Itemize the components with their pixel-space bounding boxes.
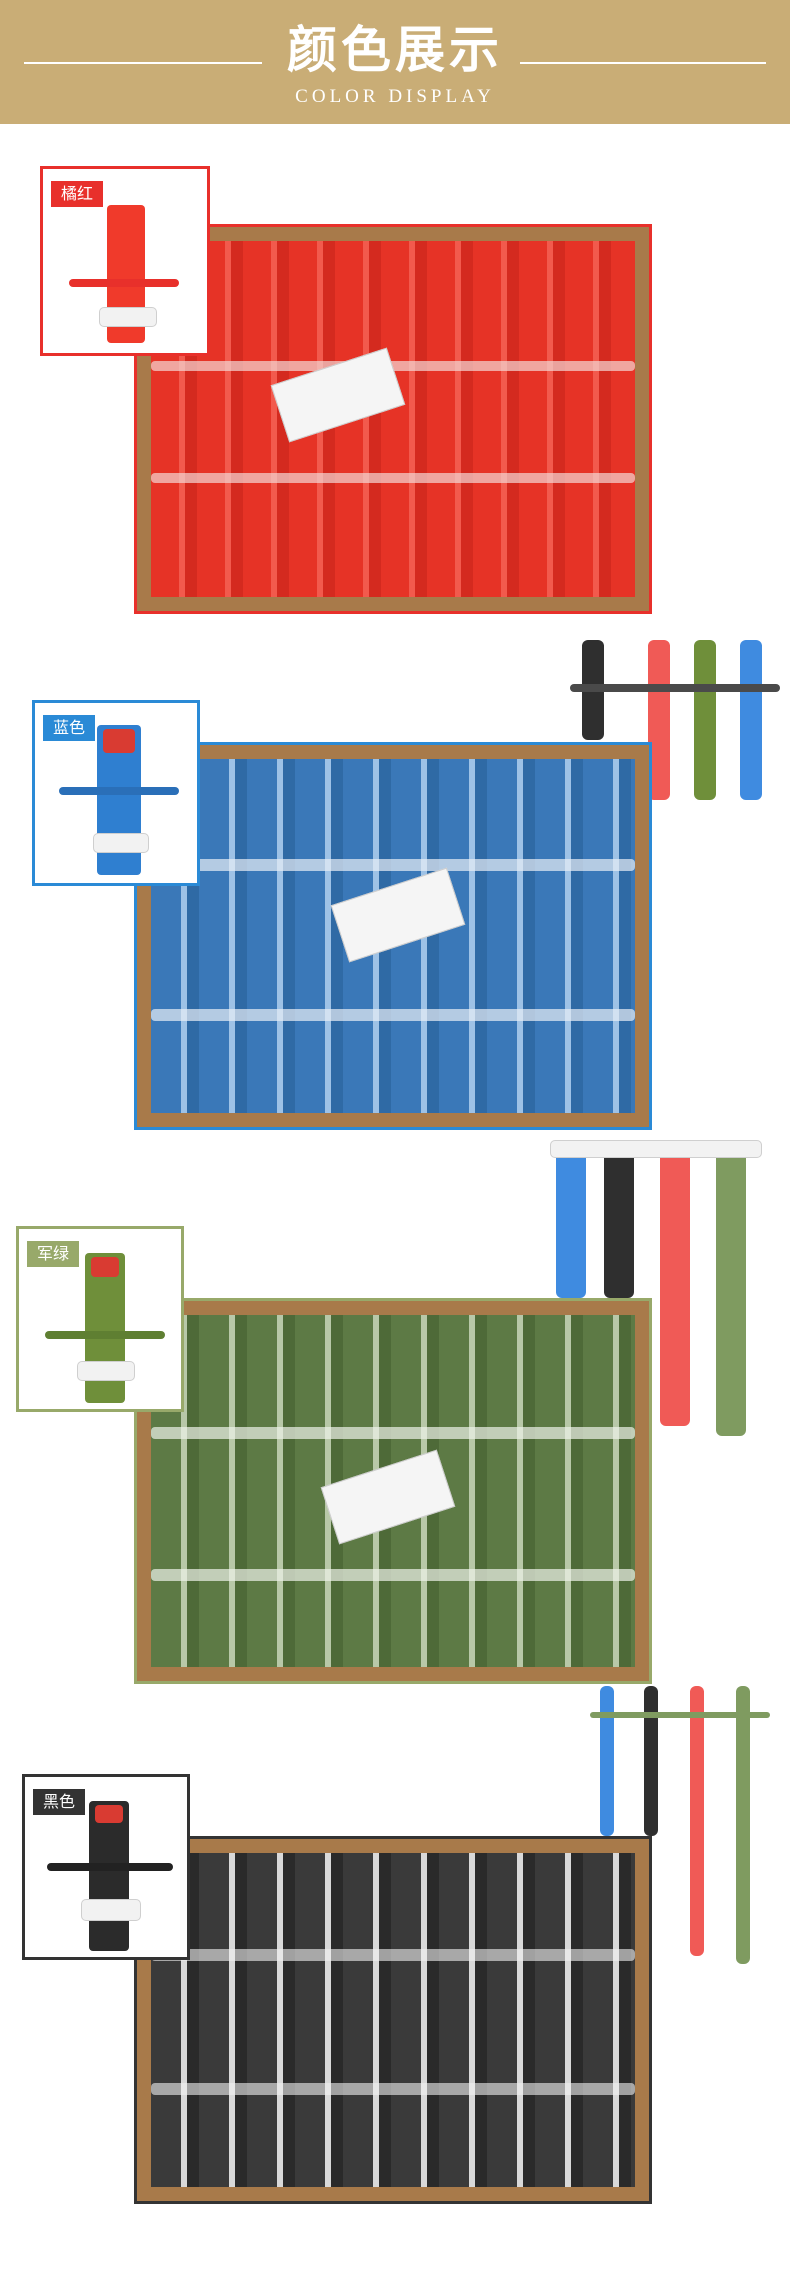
color-display-header: 颜色展示 COLOR DISPLAY bbox=[0, 0, 790, 124]
color-label-black: 黑色 bbox=[33, 1789, 86, 1815]
color-label-army-green: 军绿 bbox=[27, 1241, 80, 1267]
carton-box-icon bbox=[134, 1298, 652, 1684]
swatch-blue: 蓝色 bbox=[32, 700, 200, 886]
carton-box-icon bbox=[134, 1836, 652, 2204]
color-label-blue: 蓝色 bbox=[43, 715, 96, 741]
header-subtitle: COLOR DISPLAY bbox=[295, 86, 495, 107]
carton-box-icon bbox=[134, 742, 652, 1130]
swatch-army-green: 军绿 bbox=[16, 1226, 184, 1412]
color-label-orange-red: 橘红 bbox=[51, 181, 104, 207]
swatch-black: 黑色 bbox=[22, 1774, 190, 1960]
carton-box-icon bbox=[134, 224, 652, 614]
swatch-orange-red: 橘红 bbox=[40, 166, 210, 356]
header-divider-right bbox=[520, 62, 766, 64]
header-divider-left bbox=[24, 62, 262, 64]
header-title: 颜色展示 bbox=[287, 20, 503, 79]
